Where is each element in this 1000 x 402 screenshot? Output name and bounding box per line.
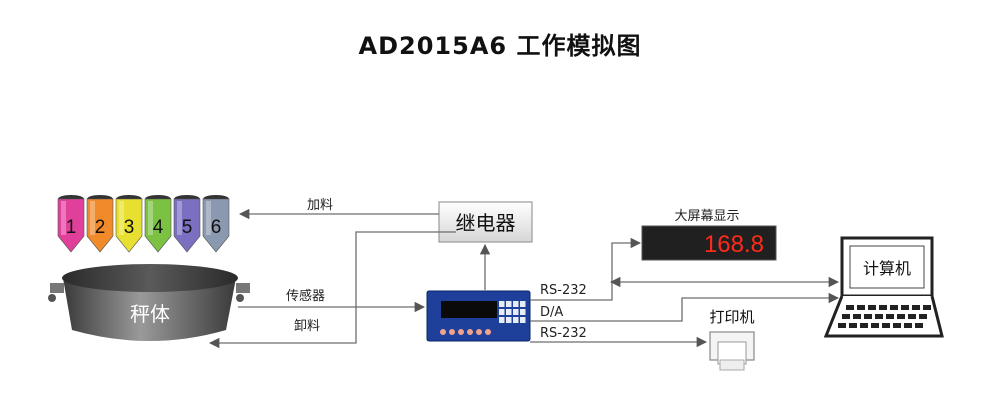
keyboard-key — [923, 305, 931, 310]
instrument-key — [520, 301, 526, 307]
instrument-key — [499, 301, 505, 307]
instrument-key — [499, 317, 505, 323]
keyboard-key — [846, 305, 854, 310]
instrument-key — [506, 301, 512, 307]
big-display: 大屏幕显示 168.8 — [641, 209, 777, 261]
hopper-2: 2 — [86, 195, 114, 253]
scale-label: 秤体 — [130, 302, 170, 326]
link-discharge-label: 卸料 — [294, 318, 320, 334]
scale-body: 秤体 — [48, 264, 250, 341]
big-display-value: 168.8 — [704, 231, 764, 258]
link-feeding-label: 加料 — [307, 198, 333, 213]
computer-label: 计算机 — [863, 259, 911, 278]
hopper-number: 1 — [66, 217, 77, 238]
link-rs232-bottom-label: RS-232 — [540, 326, 587, 341]
instrument-function-button — [458, 329, 464, 335]
relay-label: 继电器 — [456, 211, 516, 235]
page-title: AD2015A6 工作模拟图 — [358, 32, 642, 60]
keyboard-key — [886, 314, 894, 319]
weighing-instrument — [426, 290, 531, 342]
instrument-key — [506, 309, 512, 315]
computer: 计算机 — [823, 236, 944, 338]
link-rs232-top-label: RS-232 — [540, 283, 587, 298]
hopper-number: 5 — [182, 217, 193, 238]
hopper-3: 3 — [115, 195, 143, 253]
instrument-key — [499, 309, 505, 315]
hopper-number: 2 — [95, 217, 106, 238]
hopper-number: 4 — [153, 217, 164, 238]
keyboard-key — [890, 305, 898, 310]
instrument-buttons — [440, 329, 491, 335]
link-da-label: D/A — [540, 305, 563, 320]
hopper-number: 6 — [211, 217, 222, 238]
keyboard-key — [857, 305, 865, 310]
keyboard-key — [864, 314, 872, 319]
keyboard-key — [838, 323, 846, 328]
instrument-key — [513, 309, 519, 315]
connections: 加料 卸料 传感器 RS-232 D/A RS-232 — [208, 198, 840, 349]
keyboard-key — [882, 323, 890, 328]
keyboard-key — [879, 305, 887, 310]
hopper-4: 4 — [144, 195, 172, 253]
keyboard-key — [868, 305, 876, 310]
keyboard-key — [860, 323, 868, 328]
keyboard-key — [904, 323, 912, 328]
computer-keyboard — [838, 305, 931, 328]
relay-box: 继电器 — [438, 201, 533, 243]
instrument-function-button — [485, 329, 491, 335]
hopper-6: 6 — [202, 195, 230, 253]
keyboard-key — [915, 323, 923, 328]
keyboard-key — [901, 305, 909, 310]
printer: 打印机 — [709, 308, 755, 371]
hopper-number: 3 — [124, 217, 135, 238]
instrument-key — [520, 309, 526, 315]
hopper-1: 1 — [57, 195, 85, 253]
keyboard-key — [849, 323, 857, 328]
keyboard-key — [871, 323, 879, 328]
keyboard-key — [893, 323, 901, 328]
instrument-key — [520, 317, 526, 323]
instrument-key — [506, 317, 512, 323]
big-display-title: 大屏幕显示 — [674, 209, 739, 224]
keyboard-key — [842, 314, 850, 319]
instrument-function-button — [467, 329, 473, 335]
keyboard-key — [912, 305, 920, 310]
instrument-function-button — [476, 329, 482, 335]
link-sensor-label: 传感器 — [286, 288, 325, 304]
instrument-key — [513, 301, 519, 307]
keyboard-key — [897, 314, 905, 319]
keyboard-key — [875, 314, 883, 319]
printer-label: 打印机 — [709, 308, 754, 326]
instrument-keypad — [499, 301, 526, 323]
instrument-function-button — [440, 329, 446, 335]
instrument-key — [513, 317, 519, 323]
keyboard-key — [853, 314, 861, 319]
keyboard-key — [908, 314, 916, 319]
instrument-function-button — [449, 329, 455, 335]
keyboard-key — [919, 314, 927, 319]
hopper-5: 5 — [173, 195, 201, 253]
